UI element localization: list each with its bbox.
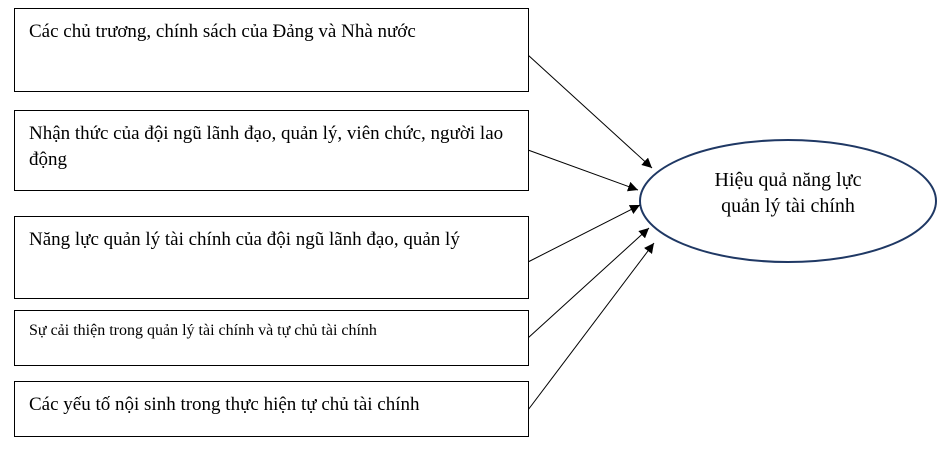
arrow-3 [527, 204, 641, 263]
target-label-line2: quản lý tài chính [721, 195, 855, 217]
factor-label: Năng lực quản lý tài chính của đội ngũ l… [29, 229, 460, 250]
factor-box-financial-improvement: Sự cải thiện trong quản lý tài chính và … [14, 310, 529, 366]
target-label-line1: Hiệu quả năng lực [714, 169, 862, 191]
arrow-1 [527, 54, 653, 169]
arrow-2 [527, 149, 639, 192]
arrow-5 [527, 242, 655, 411]
factor-label: Nhận thức của đội ngũ lãnh đạo, quản lý,… [29, 123, 504, 170]
factor-label: Các yếu tố nội sinh trong thực hiện tự c… [29, 394, 420, 415]
factor-box-party-policies: Các chủ trương, chính sách của Đảng và N… [14, 8, 529, 92]
factor-box-internal-factors: Các yếu tố nội sinh trong thực hiện tự c… [14, 381, 529, 437]
factor-label: Sự cải thiện trong quản lý tài chính và … [29, 322, 377, 339]
target-ellipse [639, 139, 937, 263]
target-label: Hiệu quả năng lực quản lý tài chính [650, 167, 926, 219]
factor-box-staff-awareness: Nhận thức của đội ngũ lãnh đạo, quản lý,… [14, 110, 529, 191]
factor-box-leadership-capacity: Năng lực quản lý tài chính của đội ngũ l… [14, 216, 529, 299]
arrow-4 [527, 227, 650, 339]
factor-label: Các chủ trương, chính sách của Đảng và N… [29, 21, 416, 42]
